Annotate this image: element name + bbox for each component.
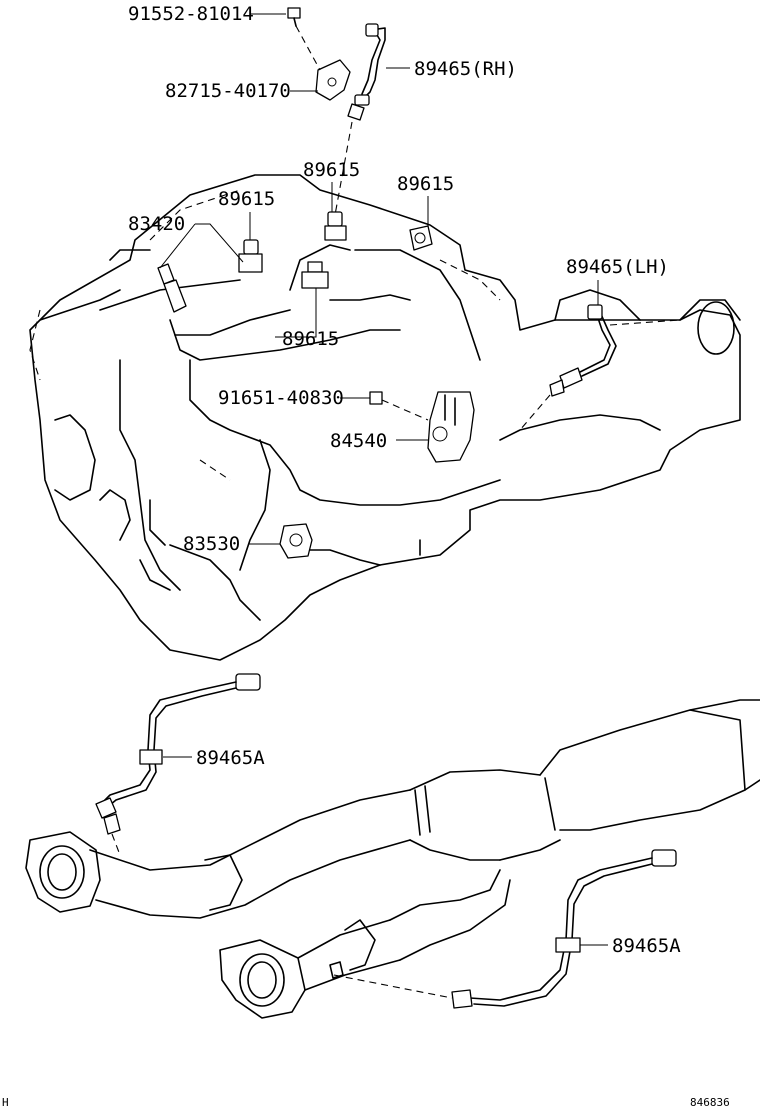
oxygen-sensor-89465a-right <box>451 849 677 1009</box>
sensor-89615-right <box>409 225 433 251</box>
label-84540: 84540 <box>330 430 387 452</box>
engine-outline <box>29 174 741 661</box>
oxygen-sensor-89465a-left <box>95 673 261 835</box>
label-89465a-left: 89465A <box>196 747 265 769</box>
label-89615-top: 89615 <box>303 159 360 181</box>
label-89465a-right: 89465A <box>612 935 681 957</box>
label-82715-40170: 82715-40170 <box>165 80 291 102</box>
footer-left-mark: H <box>2 1096 9 1109</box>
sensor-89615-bottom <box>301 261 329 289</box>
label-89465-lh: 89465(LH) <box>566 256 669 278</box>
bolt-91651 <box>369 391 383 405</box>
sensor-83420 <box>157 263 187 313</box>
diagram-id: 846836 <box>690 1096 730 1109</box>
label-83420: 83420 <box>128 213 185 235</box>
bracket-82715 <box>315 59 351 101</box>
throttle-sensor-84540 <box>427 391 475 463</box>
oxygen-sensor-rh <box>347 23 386 121</box>
label-91651-40830: 91651-40830 <box>218 387 344 409</box>
sensor-89615-top <box>324 211 347 241</box>
label-89615-right: 89615 <box>397 173 454 195</box>
label-91552-81014: 91552-81014 <box>128 3 254 25</box>
label-83530: 83530 <box>183 533 240 555</box>
leader-lines <box>159 13 608 946</box>
label-89615-left: 89615 <box>218 188 275 210</box>
exhaust-pipe-assembly <box>25 699 760 1019</box>
sensor-89615-left <box>238 239 263 273</box>
sensor-83530 <box>279 523 313 559</box>
label-89615-bottom: 89615 <box>282 328 339 350</box>
label-89465-rh: 89465(RH) <box>414 58 517 80</box>
bolt-91552 <box>287 7 301 27</box>
oxygen-sensor-lh <box>549 304 617 397</box>
